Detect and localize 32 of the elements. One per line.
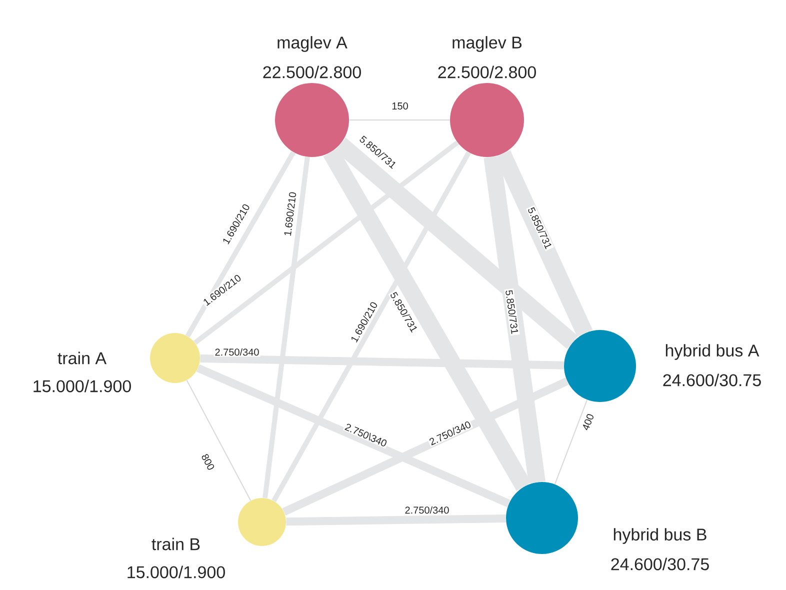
- connector-line: [323, 148, 532, 491]
- connector-line: [185, 151, 296, 338]
- node-label: 24.600/30.75: [611, 558, 709, 570]
- connector-line: [484, 156, 546, 484]
- node-label: 24.600/30.75: [663, 374, 761, 386]
- node-label: maglev A: [278, 36, 348, 52]
- edge-label: 150: [390, 101, 410, 111]
- connector-line: [194, 140, 459, 345]
- edge-label: 400: [580, 412, 596, 432]
- edge-label: 2.750/340: [214, 347, 260, 357]
- connector-line: [554, 399, 588, 485]
- connector-line: [282, 378, 569, 516]
- edge-label: 2.750/340: [404, 505, 450, 515]
- node-label: hybrid bus B: [614, 528, 706, 544]
- edge-label: 1.690/210: [282, 190, 298, 238]
- edge-label: 5.850/731: [504, 288, 520, 336]
- node-label: hybrid bus A: [666, 344, 760, 360]
- node-label: 22.500/2.800: [438, 66, 536, 78]
- node-label: 15.000/1.900: [128, 566, 225, 578]
- connector-line: [286, 514, 506, 526]
- connector-line: [196, 364, 510, 508]
- connector-line: [262, 156, 310, 498]
- node-label: train B: [152, 538, 200, 550]
- connector-line: [272, 151, 472, 502]
- connector-line: [334, 138, 578, 349]
- edge-label: 800: [200, 452, 216, 472]
- node-label: maglev B: [452, 36, 522, 52]
- node-label: 22.500/2.800: [263, 66, 361, 78]
- node-label: 15.000/1.900: [34, 380, 131, 392]
- connector-line: [200, 354, 564, 370]
- node-label: train A: [58, 352, 107, 364]
- connector-line: [186, 380, 252, 502]
